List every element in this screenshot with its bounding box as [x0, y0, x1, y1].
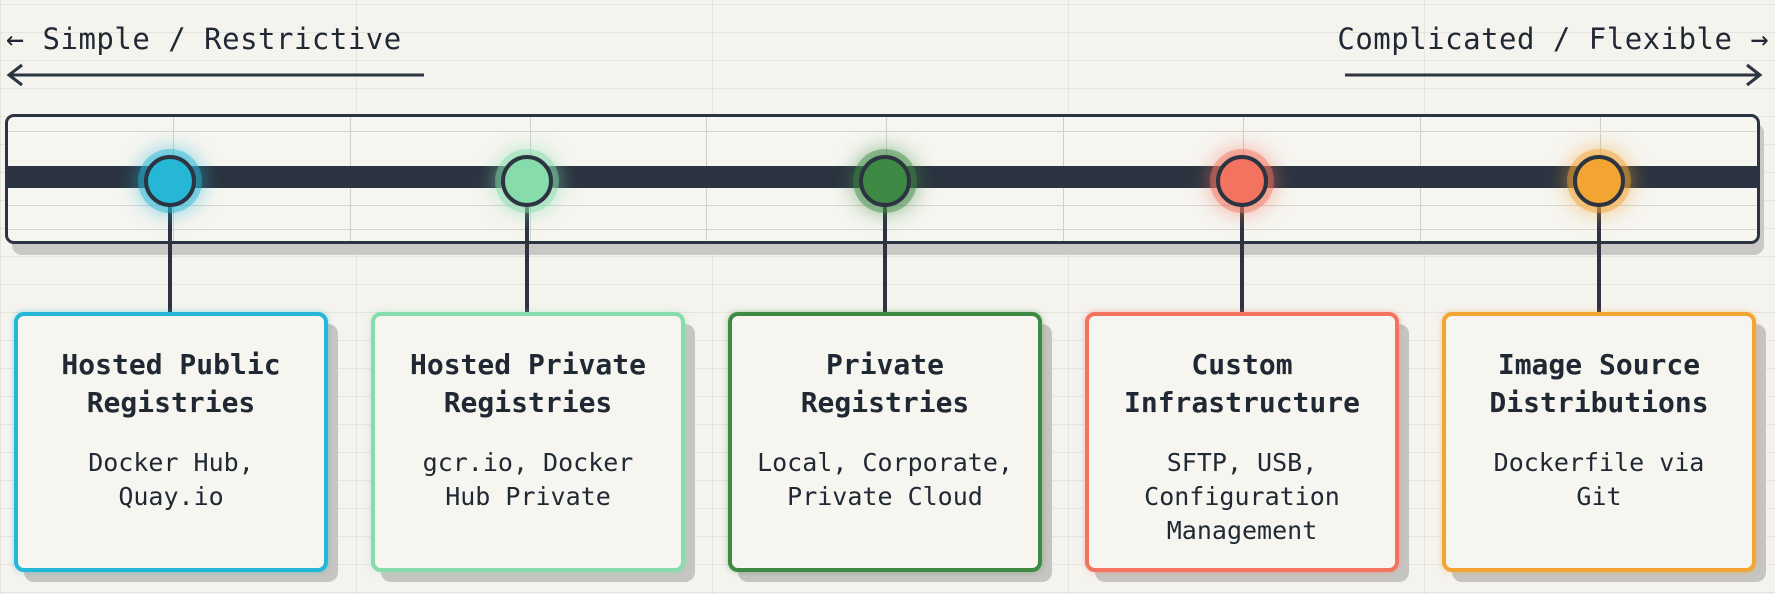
custom-infrastructure-examples: SFTP, USB, Configuration Management — [1144, 448, 1340, 545]
axis-label-complicated-text: Complicated / Flexible — [1337, 22, 1733, 56]
left-axis-arrow — [6, 63, 424, 87]
hosted-private-examples: gcr.io, Docker Hub Private — [422, 448, 634, 511]
hosted-public-connector — [168, 200, 172, 312]
hosted-public-title: Hosted Public Registries — [61, 348, 281, 419]
axis-label-complicated: Complicated / Flexible → — [1337, 22, 1769, 57]
private-registries-examples: Local, Corporate, Private Cloud — [757, 448, 1013, 511]
custom-infrastructure-connector — [1240, 200, 1244, 312]
right-arrow-icon: → — [1750, 22, 1769, 57]
private-registries-title: Private Registries — [800, 348, 970, 419]
custom-infrastructure-title: Custom Infrastructure — [1123, 348, 1360, 419]
hosted-public-node — [144, 155, 196, 207]
image-source-connector — [1597, 200, 1601, 312]
hosted-private-title: Hosted Private Registries — [409, 348, 646, 419]
private-registries-connector — [883, 200, 887, 312]
hosted-private-card: Hosted Private Registries gcr.io, Docker … — [371, 312, 685, 572]
left-arrow-icon: ← — [6, 22, 25, 57]
hosted-private-node — [501, 155, 553, 207]
image-source-title: Image Source Distributions — [1489, 348, 1709, 419]
private-registries-node — [859, 155, 911, 207]
right-axis-arrow — [1345, 63, 1763, 87]
custom-infrastructure-node — [1216, 155, 1268, 207]
image-source-examples: Dockerfile via Git — [1493, 448, 1705, 511]
hosted-public-examples: Docker Hub, Quay.io — [88, 448, 254, 511]
image-source-node — [1573, 155, 1625, 207]
axis-label-simple-text: Simple / Restrictive — [42, 22, 402, 56]
axis-label-simple: ← Simple / Restrictive — [6, 22, 402, 57]
hosted-private-connector — [525, 200, 529, 312]
